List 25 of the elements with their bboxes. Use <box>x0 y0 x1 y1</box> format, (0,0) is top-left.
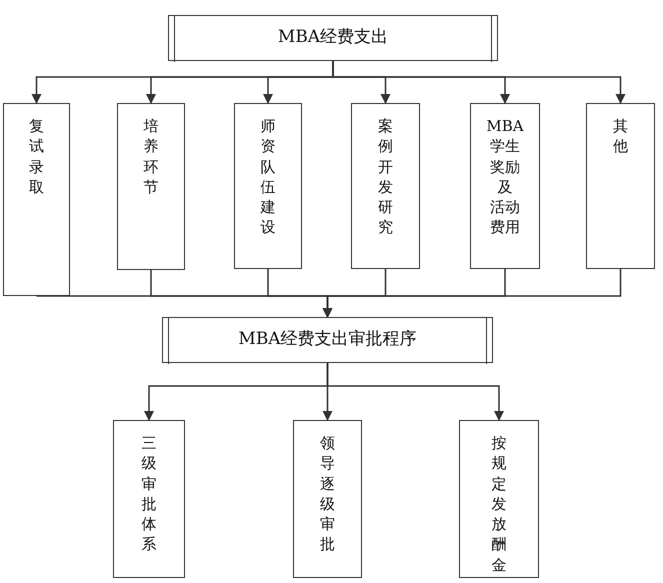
box-label: 案例开发研究 <box>378 116 393 238</box>
box-label: 复试录取 <box>29 116 44 197</box>
box-label: 按规定发放酬金 <box>492 433 506 575</box>
process-box <box>293 420 362 578</box>
arrow <box>332 61 626 104</box>
box-label: 培养环节 <box>144 116 158 197</box>
box-label: MBA经费支出 <box>278 26 388 50</box>
box-label: 师资队伍建设 <box>260 116 276 238</box>
process-box <box>113 420 185 578</box>
box-label: 领导逐级审批 <box>320 433 335 554</box>
process-box <box>168 15 498 61</box>
process-box <box>3 103 70 296</box>
process-box <box>351 103 420 269</box>
process-box <box>162 317 493 363</box>
box-label: 其他 <box>613 116 628 156</box>
arrow <box>326 363 504 421</box>
process-box <box>470 103 540 269</box>
process-box <box>586 103 655 269</box>
arrow <box>322 269 622 318</box>
box-label: MBA经费支出审批程序 <box>238 328 417 352</box>
box-label: 三级审批体系 <box>142 433 156 554</box>
process-box <box>234 103 302 269</box>
box-label: MBA学生奖励及活动费用 <box>486 116 524 238</box>
process-box <box>459 420 539 578</box>
process-box <box>117 103 185 270</box>
